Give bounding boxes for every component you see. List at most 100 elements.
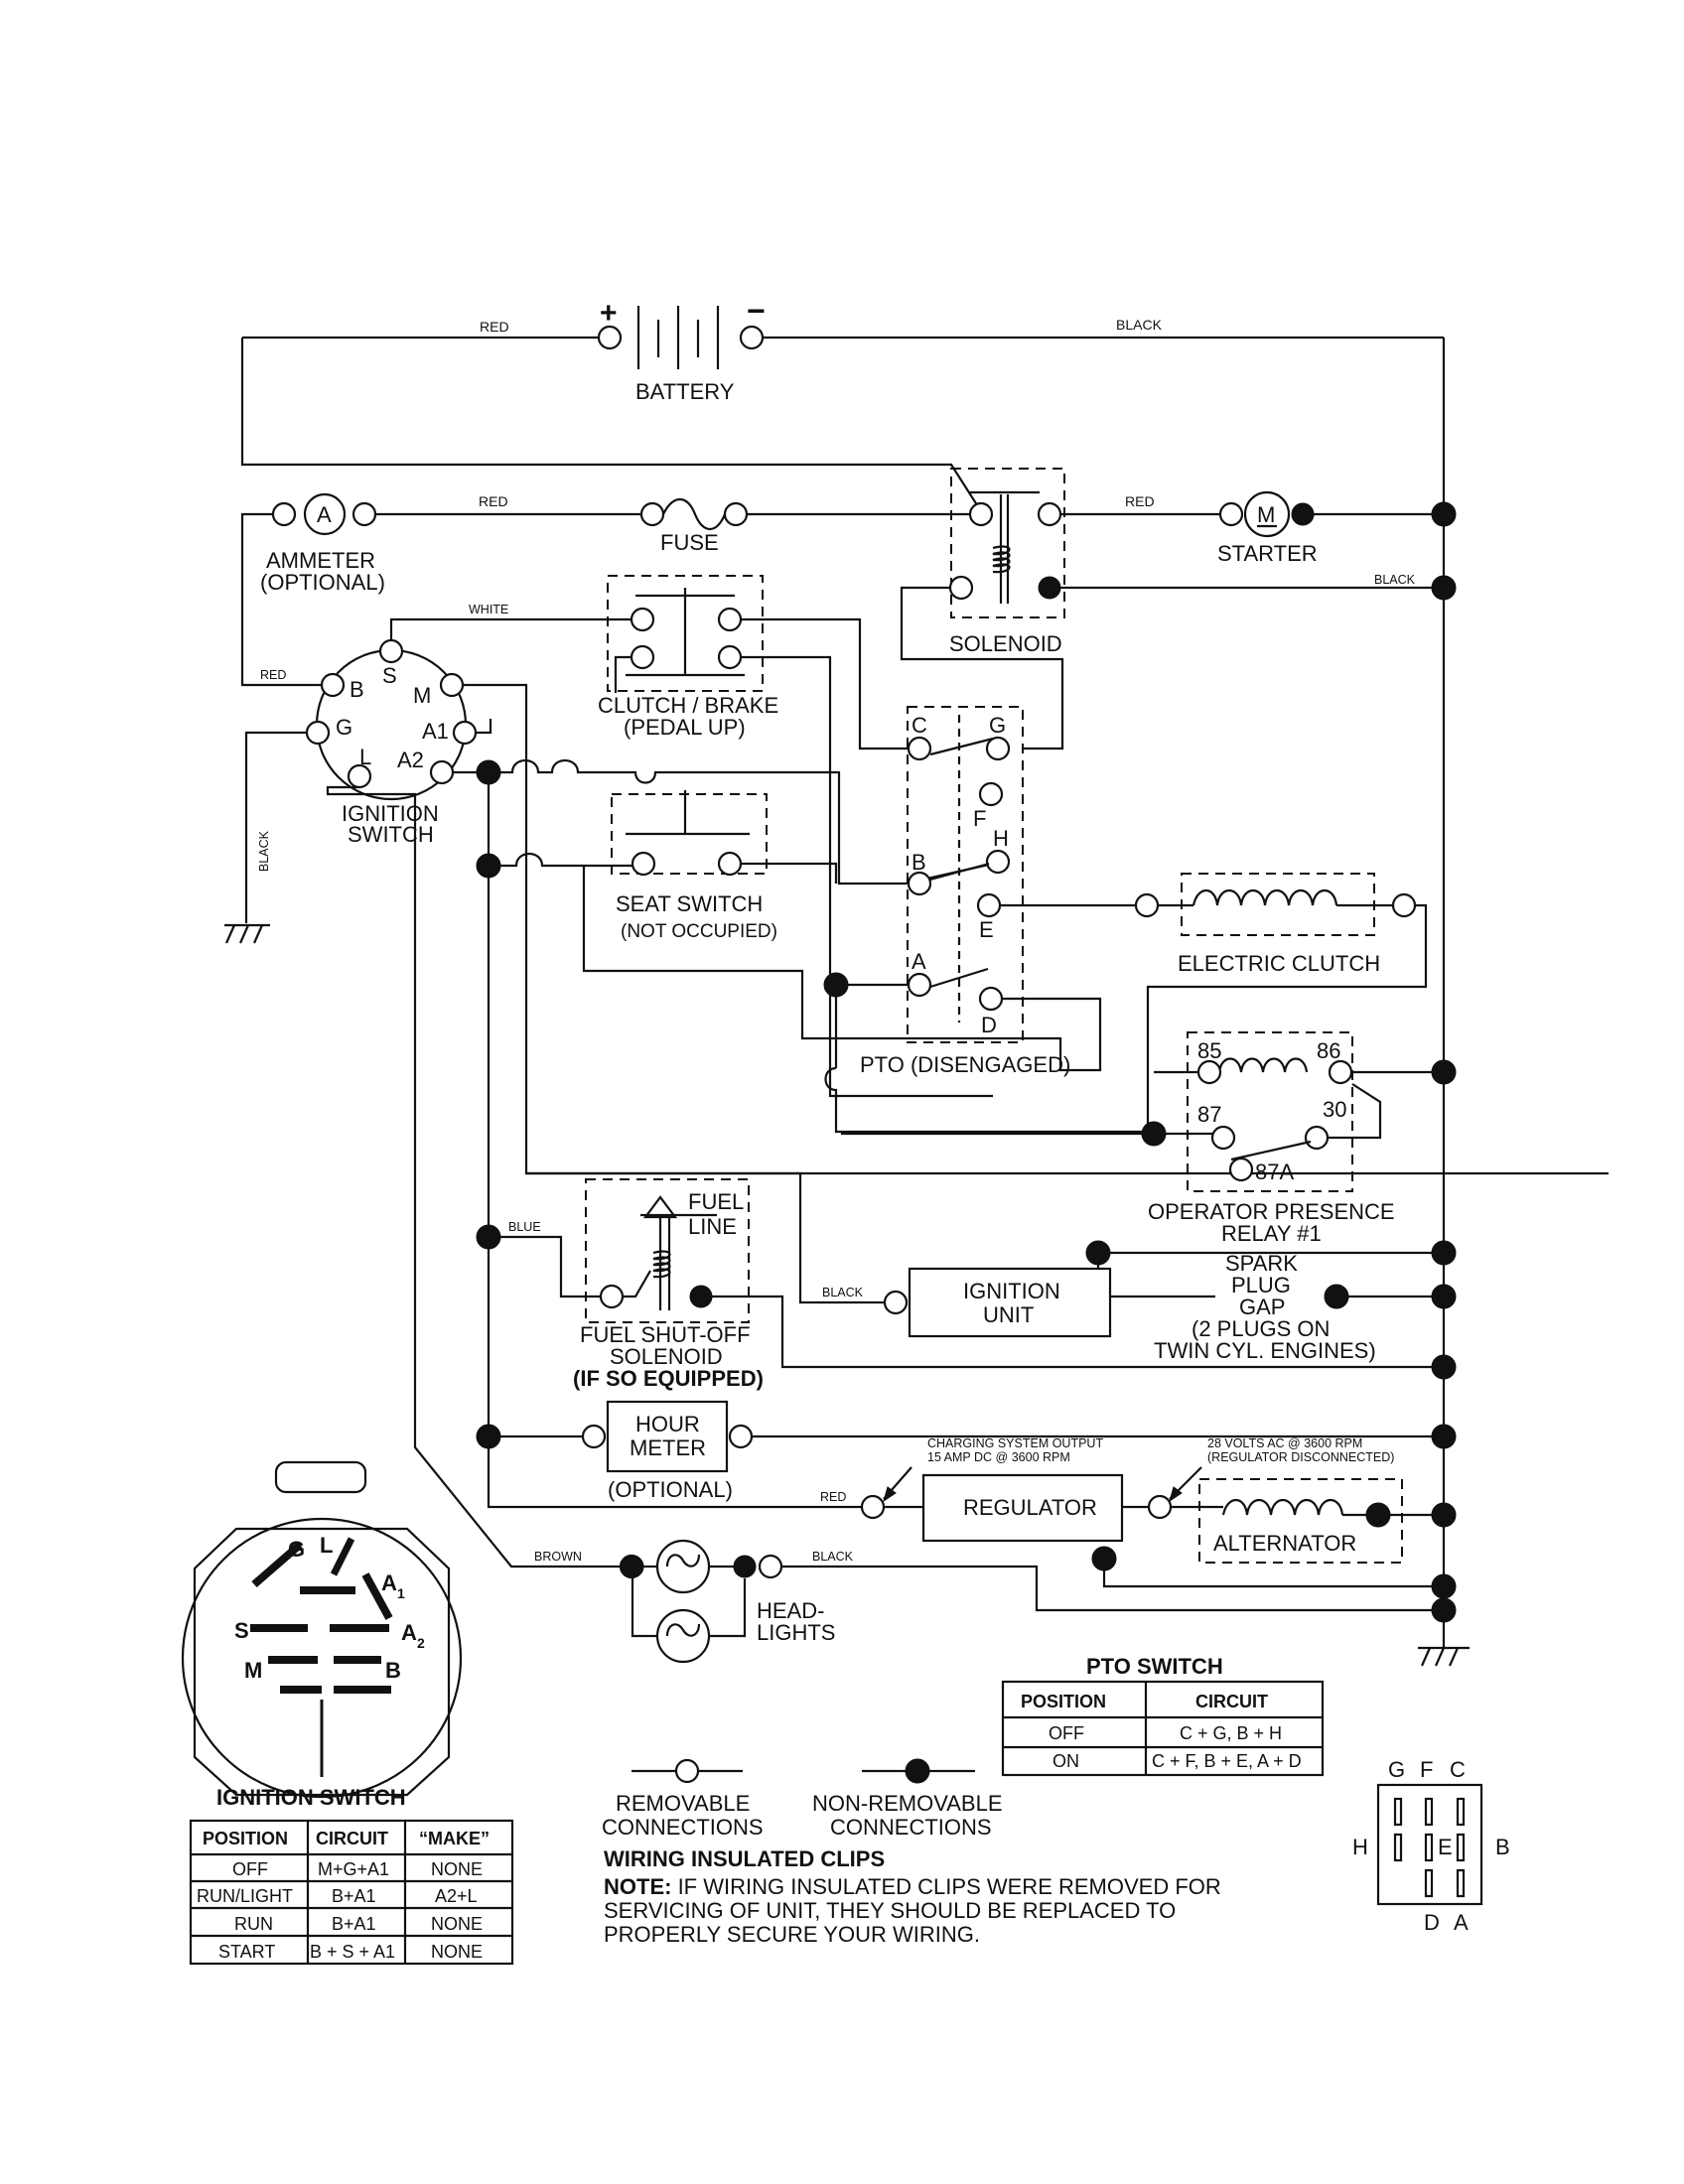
pto-term-f: F [973,806,986,831]
spark-plug-label-2: PLUG [1231,1273,1291,1297]
fuel-solenoid-label-2: SOLENOID [610,1344,723,1369]
pto-r0-c1: C + G, B + H [1180,1723,1282,1743]
wire-label-red-reg: RED [820,1490,846,1504]
wire-label-black-solenoid: BLACK [1374,573,1416,587]
wire-label-blue: BLUE [508,1220,541,1234]
pto-th-circuit: CIRCUIT [1195,1692,1268,1711]
charging-output-label: CHARGING SYSTEM OUTPUT [927,1436,1103,1450]
ammeter-optional: (OPTIONAL) [260,570,385,595]
pto-face-h: H [1352,1835,1368,1859]
ign-r2-c0: RUN [234,1914,273,1934]
solenoid: SOLENOID [948,468,1065,656]
wire-label-black-lights: BLACK [812,1550,854,1564]
face-a1: A [381,1570,397,1595]
pto-term-a: A [912,949,926,974]
relay-85: 85 [1197,1038,1221,1063]
relay-30: 30 [1323,1097,1346,1122]
pto-label: PTO (DISENGAGED) [860,1052,1070,1077]
ign-r1-c2: A2+L [435,1886,478,1906]
starter-symbol: M [1257,502,1275,527]
hour-meter-label: HOUR [635,1412,700,1436]
ign-r2-c2: NONE [431,1914,483,1934]
pto-term-c: C [912,713,927,738]
legend-removable: REMOVABLE [616,1791,750,1816]
relay-87: 87 [1197,1102,1221,1127]
wire-label-black-ign-unit: BLACK [822,1286,864,1299]
fuel-solenoid-label-3: (IF SO EQUIPPED) [573,1366,764,1391]
ignition-unit-label: IGNITION [963,1279,1060,1303]
pto-term-h: H [993,826,1009,851]
relay-86: 86 [1317,1038,1340,1063]
legend-non-removable-2: CONNECTIONS [830,1815,992,1840]
pto-term-d: D [981,1013,997,1037]
spark-plug-label: SPARK [1225,1251,1298,1276]
ac-output-label-2: (REGULATOR DISCONNECTED) [1207,1450,1394,1464]
battery-label: BATTERY [635,379,735,404]
headlights: HEAD- LIGHTS [619,1539,835,1664]
relay-label: OPERATOR PRESENCE [1148,1199,1395,1224]
seat-switch-sub: (NOT OCCUPIED) [621,921,777,942]
ammeter: A AMMETER (OPTIONAL) [260,492,385,595]
fuel-line-label-2: LINE [688,1214,737,1239]
starter-label: STARTER [1217,541,1318,566]
pto-switch: C G F H B E A D [907,706,1024,1043]
ign-term-b: B [350,677,364,702]
fuse: FUSE [639,497,749,555]
pto-face-c: C [1450,1757,1466,1782]
battery-minus: − [747,293,766,329]
relay-label-2: RELAY #1 [1221,1221,1322,1246]
pto-r1-c0: ON [1052,1751,1079,1771]
spark-plug: SPARK PLUG GAP (2 PLUGS ON TWIN CYL. ENG… [1154,1251,1376,1363]
spark-plug-label-3: GAP [1239,1295,1285,1319]
pto-face-e: E [1438,1835,1453,1859]
ign-term-l: L [359,745,371,769]
face-g: G [288,1537,305,1562]
hour-meter-label-2: METER [630,1435,706,1460]
wire-label-red-ign: RED [260,668,286,682]
hour-meter: HOUR METER (OPTIONAL) [581,1400,754,1502]
battery: + − BATTERY [242,293,1444,404]
pto-r0-c0: OFF [1049,1723,1084,1743]
fuel-solenoid-label: FUEL SHUT-OFF [580,1322,751,1347]
ign-r3-c0: START [218,1942,275,1962]
hour-meter-optional: (OPTIONAL) [608,1477,733,1502]
wire-label-black-ground: BLACK [257,830,271,872]
ign-term-g: G [336,715,352,740]
alternator-label: ALTERNATOR [1213,1531,1356,1556]
face-b: B [385,1658,401,1683]
legend: REMOVABLE CONNECTIONS NON-REMOVABLE CONN… [602,1758,1003,1840]
pto-r1-c1: C + F, B + E, A + D [1152,1751,1302,1771]
ground-symbol-left [224,923,270,944]
legend-removable-2: CONNECTIONS [602,1815,764,1840]
note-line-3: PROPERLY SECURE YOUR WIRING. [604,1922,980,1947]
pto-table-title: PTO SWITCH [1086,1654,1223,1679]
ign-r2-c1: B+A1 [332,1914,376,1934]
ign-r1-c0: RUN/LIGHT [197,1886,293,1906]
pto-term-b: B [912,850,926,875]
relay-87a: 87A [1255,1160,1294,1184]
note-label: NOTE: [604,1874,671,1899]
ign-term-m: M [413,683,431,708]
starter: M STARTER [1217,490,1318,566]
fuel-shutoff-solenoid: FUEL LINE FUEL SHUT-OFF SOLENOID (IF SO … [573,1178,764,1391]
legend-non-removable: NON-REMOVABLE [812,1791,1003,1816]
pto-face-b: B [1495,1835,1510,1859]
spark-plug-label-4: (2 PLUGS ON [1192,1316,1330,1341]
ign-r3-c2: NONE [431,1942,483,1962]
ign-r0-c0: OFF [232,1859,268,1879]
wire-label-red-starter: RED [1125,493,1155,509]
ign-r1-c1: B+A1 [332,1886,376,1906]
wire-label-red-top: RED [480,319,509,335]
wire-label-white: WHITE [469,603,508,616]
regulator: REGULATOR [860,1473,1173,1571]
wire-label-red-fuse: RED [479,493,508,509]
face-a2: A [401,1620,417,1645]
ac-output-label: 28 VOLTS AC @ 3600 RPM [1207,1436,1362,1450]
pto-switch-table: PTO SWITCH POSITION CIRCUIT OFF C + G, B… [1001,1654,1325,1777]
clutch-brake-sub: (PEDAL UP) [624,715,746,740]
pto-face-g: G [1388,1757,1405,1782]
regulator-label: REGULATOR [963,1495,1097,1520]
pto-face-d: D [1424,1910,1440,1935]
face-m: M [244,1658,262,1683]
clutch-brake-switch: CLUTCH / BRAKE (PEDAL UP) [598,575,778,740]
